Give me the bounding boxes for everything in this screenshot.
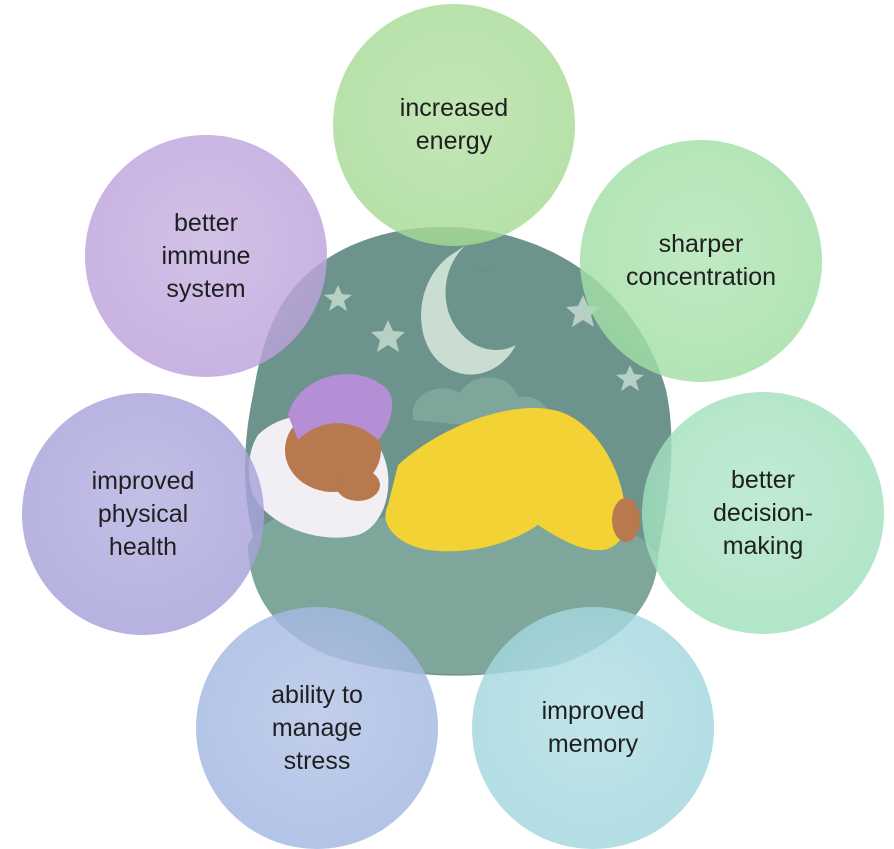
benefit-better-immune-system: better immune system: [85, 135, 327, 377]
benefit-label: improved physical health: [92, 465, 195, 564]
benefit-ability-to-manage-stress: ability to manage stress: [196, 607, 438, 849]
benefit-better-decision-making: better decision- making: [642, 392, 884, 634]
benefit-improved-memory: improved memory: [472, 607, 714, 849]
benefit-label: improved memory: [542, 695, 645, 761]
hand-shape: [336, 469, 380, 501]
benefit-label: increased energy: [400, 92, 508, 158]
benefit-sharper-concentration: sharper concentration: [580, 140, 822, 382]
benefit-label: sharper concentration: [626, 228, 776, 294]
benefit-label: ability to manage stress: [271, 679, 363, 778]
benefit-increased-energy: increased energy: [333, 4, 575, 246]
benefit-improved-physical-health: improved physical health: [22, 393, 264, 635]
foot-shape: [612, 498, 640, 542]
benefit-label: better immune system: [162, 207, 251, 306]
benefit-label: better decision- making: [713, 464, 813, 563]
